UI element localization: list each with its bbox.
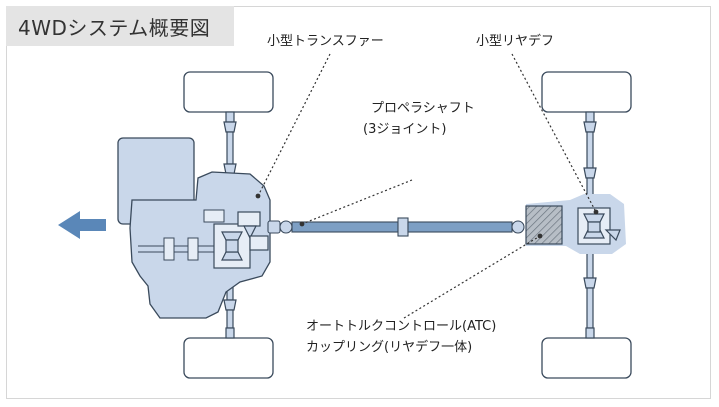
small-transfer <box>213 211 269 269</box>
label-atc-line1: オートトルクコントロール(ATC) <box>306 319 497 334</box>
rear-diff-leader <box>511 53 597 213</box>
rear-lower-driveshaft <box>583 249 597 339</box>
rear-diff-leader-dot <box>593 209 599 215</box>
transmission-internal <box>138 209 225 261</box>
label-atc-line2: カップリング(リヤデフ一体) <box>306 340 473 355</box>
forward-direction-arrow <box>58 211 106 239</box>
front-left-tire <box>183 71 274 113</box>
label-small-transfer: 小型トランスファー <box>267 34 384 49</box>
small-rear-differential <box>577 207 621 245</box>
leader-lines <box>257 53 597 319</box>
propeller-leader <box>301 179 413 225</box>
rear-upper-driveshaft <box>583 111 597 201</box>
atc-coupling <box>525 205 563 245</box>
rear-right-tire <box>541 337 632 379</box>
propeller-shaft <box>267 217 525 237</box>
atc-leader-dot <box>537 233 543 239</box>
front-upper-driveshaft <box>223 111 237 175</box>
title-box <box>6 6 234 46</box>
transfer-leader-dot <box>255 193 261 199</box>
diagram-title: 4WDシステム概要図 <box>18 16 211 40</box>
label-propeller-joints: (3ジョイント) <box>363 122 447 137</box>
atc-leader <box>403 235 541 319</box>
transmission-case <box>129 171 271 319</box>
front-right-tire <box>183 337 274 379</box>
propeller-leader-dot <box>299 221 305 227</box>
rear-left-tire <box>541 71 632 113</box>
label-propeller-shaft: プロペラシャフト <box>371 101 475 116</box>
label-small-rear-diff: 小型リヤデフ <box>476 34 555 49</box>
